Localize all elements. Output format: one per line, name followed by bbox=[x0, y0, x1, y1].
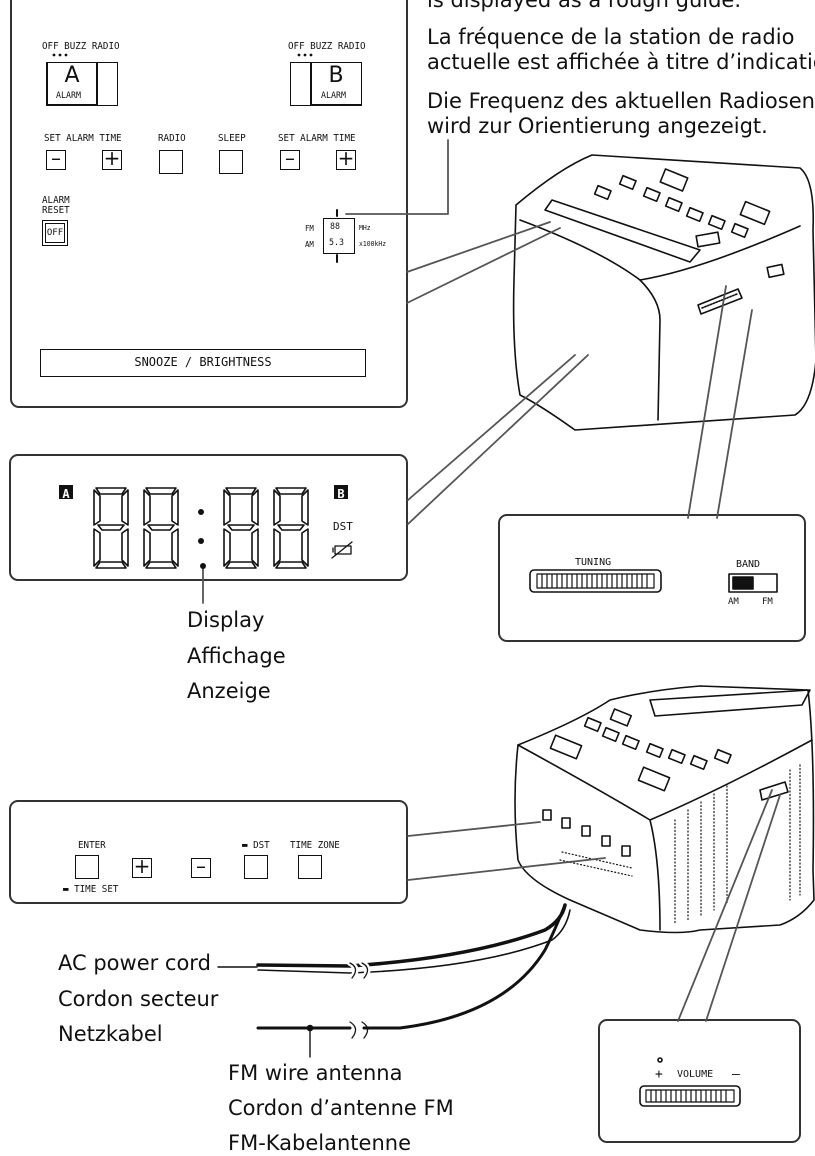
alarm-a-word: ALARM bbox=[56, 91, 81, 101]
alarm-a-letter: A bbox=[64, 63, 80, 88]
display-panel bbox=[9, 454, 408, 581]
enter-button[interactable] bbox=[75, 855, 99, 879]
alarm-b-plus-button[interactable]: + bbox=[336, 146, 356, 170]
am-label: AM bbox=[305, 240, 314, 249]
alarm-b-minus-button[interactable]: – bbox=[280, 148, 300, 170]
radio-label: RADIO bbox=[158, 133, 186, 144]
freq-caption-fr-2: actuelle est affichée à titre d’indicati… bbox=[427, 50, 815, 74]
mhz-unit: MHz bbox=[359, 224, 371, 232]
power-caption-de: Netzkabel bbox=[58, 1022, 163, 1046]
alarm-a-mode-label: OFF BUZZ RADIO bbox=[42, 41, 120, 52]
top-controls-panel: OFF BUZZ RADIO OFF BUZZ RADIO A ALARM B … bbox=[10, 0, 408, 408]
fm-wire-antenna bbox=[256, 903, 567, 1058]
antenna-caption-fr: Cordon d’antenne FM bbox=[228, 1096, 454, 1120]
display-caption-fr: Affichage bbox=[187, 644, 286, 668]
freq-caption-fr-1: La fréquence de la station de radio bbox=[427, 25, 795, 49]
power-caption-fr: Cordon secteur bbox=[58, 987, 219, 1011]
display-caption-de: Anzeige bbox=[187, 679, 271, 703]
alarm-reset-button[interactable]: OFF bbox=[42, 220, 68, 246]
am-frequency-value: 5.3 bbox=[329, 238, 344, 248]
clock-radio-top-view bbox=[512, 154, 815, 431]
fm-label: FM bbox=[305, 224, 314, 233]
speaker-grille-dots bbox=[559, 764, 801, 926]
antenna-caption-de: FM-Kabelantenne bbox=[228, 1131, 412, 1155]
sleep-button[interactable] bbox=[219, 150, 243, 174]
display-caption-en: Display bbox=[187, 608, 265, 632]
alarm-b-mode-label: OFF BUZZ RADIO bbox=[288, 41, 366, 52]
khz-unit: x100kHz bbox=[359, 240, 387, 248]
set-alarm-time-b-label: SET ALARM TIME bbox=[278, 133, 356, 144]
time-set-label: ▬ TIME SET bbox=[63, 884, 119, 895]
ac-power-cord bbox=[217, 903, 571, 981]
radio-button[interactable] bbox=[159, 150, 183, 174]
alarm-b-letter: B bbox=[328, 63, 344, 88]
alarm-b-word: ALARM bbox=[321, 91, 346, 101]
fm-frequency-value: 88 bbox=[330, 222, 340, 232]
plus-button[interactable]: + bbox=[132, 854, 152, 878]
minus-button[interactable]: – bbox=[191, 856, 211, 878]
volume-panel bbox=[598, 1019, 801, 1143]
antenna-caption-en: FM wire antenna bbox=[228, 1061, 403, 1085]
enter-label: ENTER bbox=[78, 840, 106, 851]
snooze-brightness-button[interactable]: SNOOZE / BRIGHTNESS bbox=[40, 349, 366, 377]
alarm-a-switch[interactable]: A ALARM bbox=[46, 62, 118, 106]
freq-caption-de-2: wird zur Orientierung angezeigt. bbox=[427, 114, 768, 138]
power-caption-en: AC power cord bbox=[58, 951, 211, 975]
dst-button[interactable] bbox=[244, 855, 268, 879]
alarm-a-plus-button[interactable]: + bbox=[102, 146, 122, 170]
sleep-label: SLEEP bbox=[218, 133, 246, 144]
dst-label: ▬ DST bbox=[242, 840, 270, 851]
set-alarm-time-a-label: SET ALARM TIME bbox=[44, 133, 122, 144]
freq-caption-en: is displayed as a rough guide. bbox=[427, 0, 742, 12]
alarm-b-switch[interactable]: B ALARM bbox=[290, 62, 362, 106]
clock-radio-bottom-view bbox=[514, 685, 815, 934]
alarm-reset-label-2: RESET bbox=[42, 205, 70, 216]
alarm-reset-label-1: ALARM bbox=[42, 195, 70, 206]
time-zone-button[interactable] bbox=[298, 855, 322, 879]
time-zone-label: TIME ZONE bbox=[290, 840, 340, 851]
freq-caption-de-1: Die Frequenz des aktuellen Radiosend bbox=[427, 89, 815, 113]
off-label: OFF bbox=[45, 223, 65, 243]
tuning-band-panel bbox=[498, 514, 806, 642]
frequency-display bbox=[323, 218, 355, 254]
snooze-label: SNOOZE / BRIGHTNESS bbox=[134, 355, 272, 369]
bottom-controls-panel: ENTER ▬ TIME SET + – ▬ DST TIME ZONE bbox=[9, 800, 408, 904]
alarm-a-minus-button[interactable]: – bbox=[46, 148, 66, 170]
